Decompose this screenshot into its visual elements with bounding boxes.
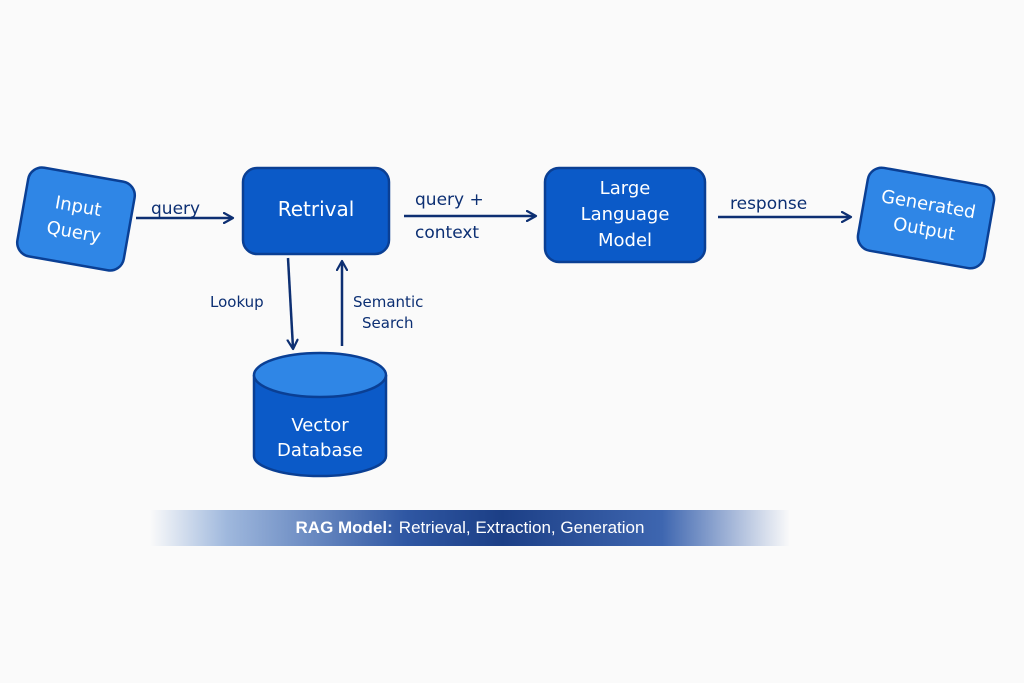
caption-band: RAG Model: Retrieval, Extraction, Genera… (150, 510, 790, 546)
caption-bold: RAG Model: (295, 518, 393, 537)
vector-db-line-1: Vector (291, 415, 349, 436)
arrow-lookup (288, 257, 293, 348)
llm-line-3: Model (598, 230, 652, 251)
llm-node: Large Language Model (543, 166, 707, 264)
edge-label-context: context (415, 223, 479, 243)
input-query-node: Input Query (15, 166, 137, 272)
edge-label-search: Search (362, 314, 414, 332)
llm-line-1: Large (600, 178, 651, 199)
edge-label-semantic: Semantic (353, 293, 423, 311)
vector-db-line-2: Database (277, 440, 363, 461)
edge-label-lookup: Lookup (210, 293, 264, 311)
edge-label-query: query (151, 199, 200, 219)
vector-database-node: Vector Database (252, 351, 388, 478)
llm-line-2: Language (581, 204, 670, 225)
edge-label-query-plus: query + (415, 190, 484, 210)
retrieval-node: Retrival (241, 166, 391, 256)
generated-output-node: Generated Output (856, 166, 996, 270)
edge-label-response: response (730, 194, 807, 214)
caption-text: Retrieval, Extraction, Generation (398, 518, 645, 537)
retrieval-label: Retrival (278, 197, 355, 221)
